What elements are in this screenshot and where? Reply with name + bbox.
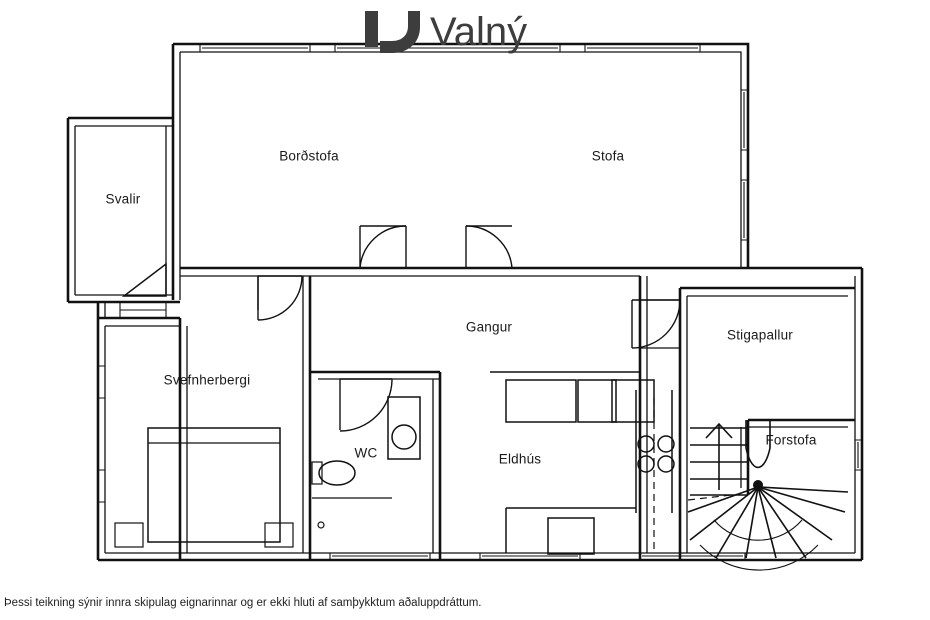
toilet-icon (311, 460, 356, 486)
room-label-forstofa: Forstofa (765, 432, 817, 448)
right-wall-windows-upper (741, 89, 748, 241)
room-label-wc: WC (354, 445, 378, 461)
door-stofa-gangur (465, 225, 513, 269)
room-label-stigapallur: Stigapallur (727, 327, 793, 343)
bed-icon (147, 427, 281, 543)
valny-hook-logo-icon (365, 11, 420, 53)
svalir-balcony-walls (66, 116, 180, 318)
door-bordstofa-gangur (359, 225, 407, 269)
door-wc (339, 378, 393, 432)
room-label-bordstofa: Borðstofa (279, 148, 339, 164)
room-label-svalir: Svalir (105, 191, 141, 207)
nightstand-icon-right (264, 522, 294, 548)
sink-icon (387, 396, 421, 460)
brand-name: Valný (430, 10, 528, 54)
stove-icon (635, 390, 675, 553)
room-label-gangur: Gangur (465, 319, 513, 335)
nightstand-icon-left (114, 522, 144, 548)
top-wall-windows (199, 44, 701, 52)
kitchen-counter-bottom (505, 507, 636, 555)
interior-walls (178, 266, 862, 560)
staircase-icon (687, 420, 849, 571)
exterior-walls (96, 42, 864, 562)
drain-icon (317, 521, 325, 529)
room-label-eldhus: Eldhús (498, 451, 542, 467)
door-stigapallur (631, 299, 681, 349)
room-label-stofa: Stofa (591, 148, 625, 164)
brand-logo: Valný (362, 6, 527, 58)
room-label-svefnherbergi: Svefnherbergi (163, 372, 251, 388)
balcony-door-icon (121, 262, 167, 297)
arrow-up-icon (705, 422, 733, 490)
door-svefnherbergi (257, 275, 303, 321)
plan-disclaimer-caption: Þessi teikning sýnir innra skipulag eign… (4, 597, 482, 609)
